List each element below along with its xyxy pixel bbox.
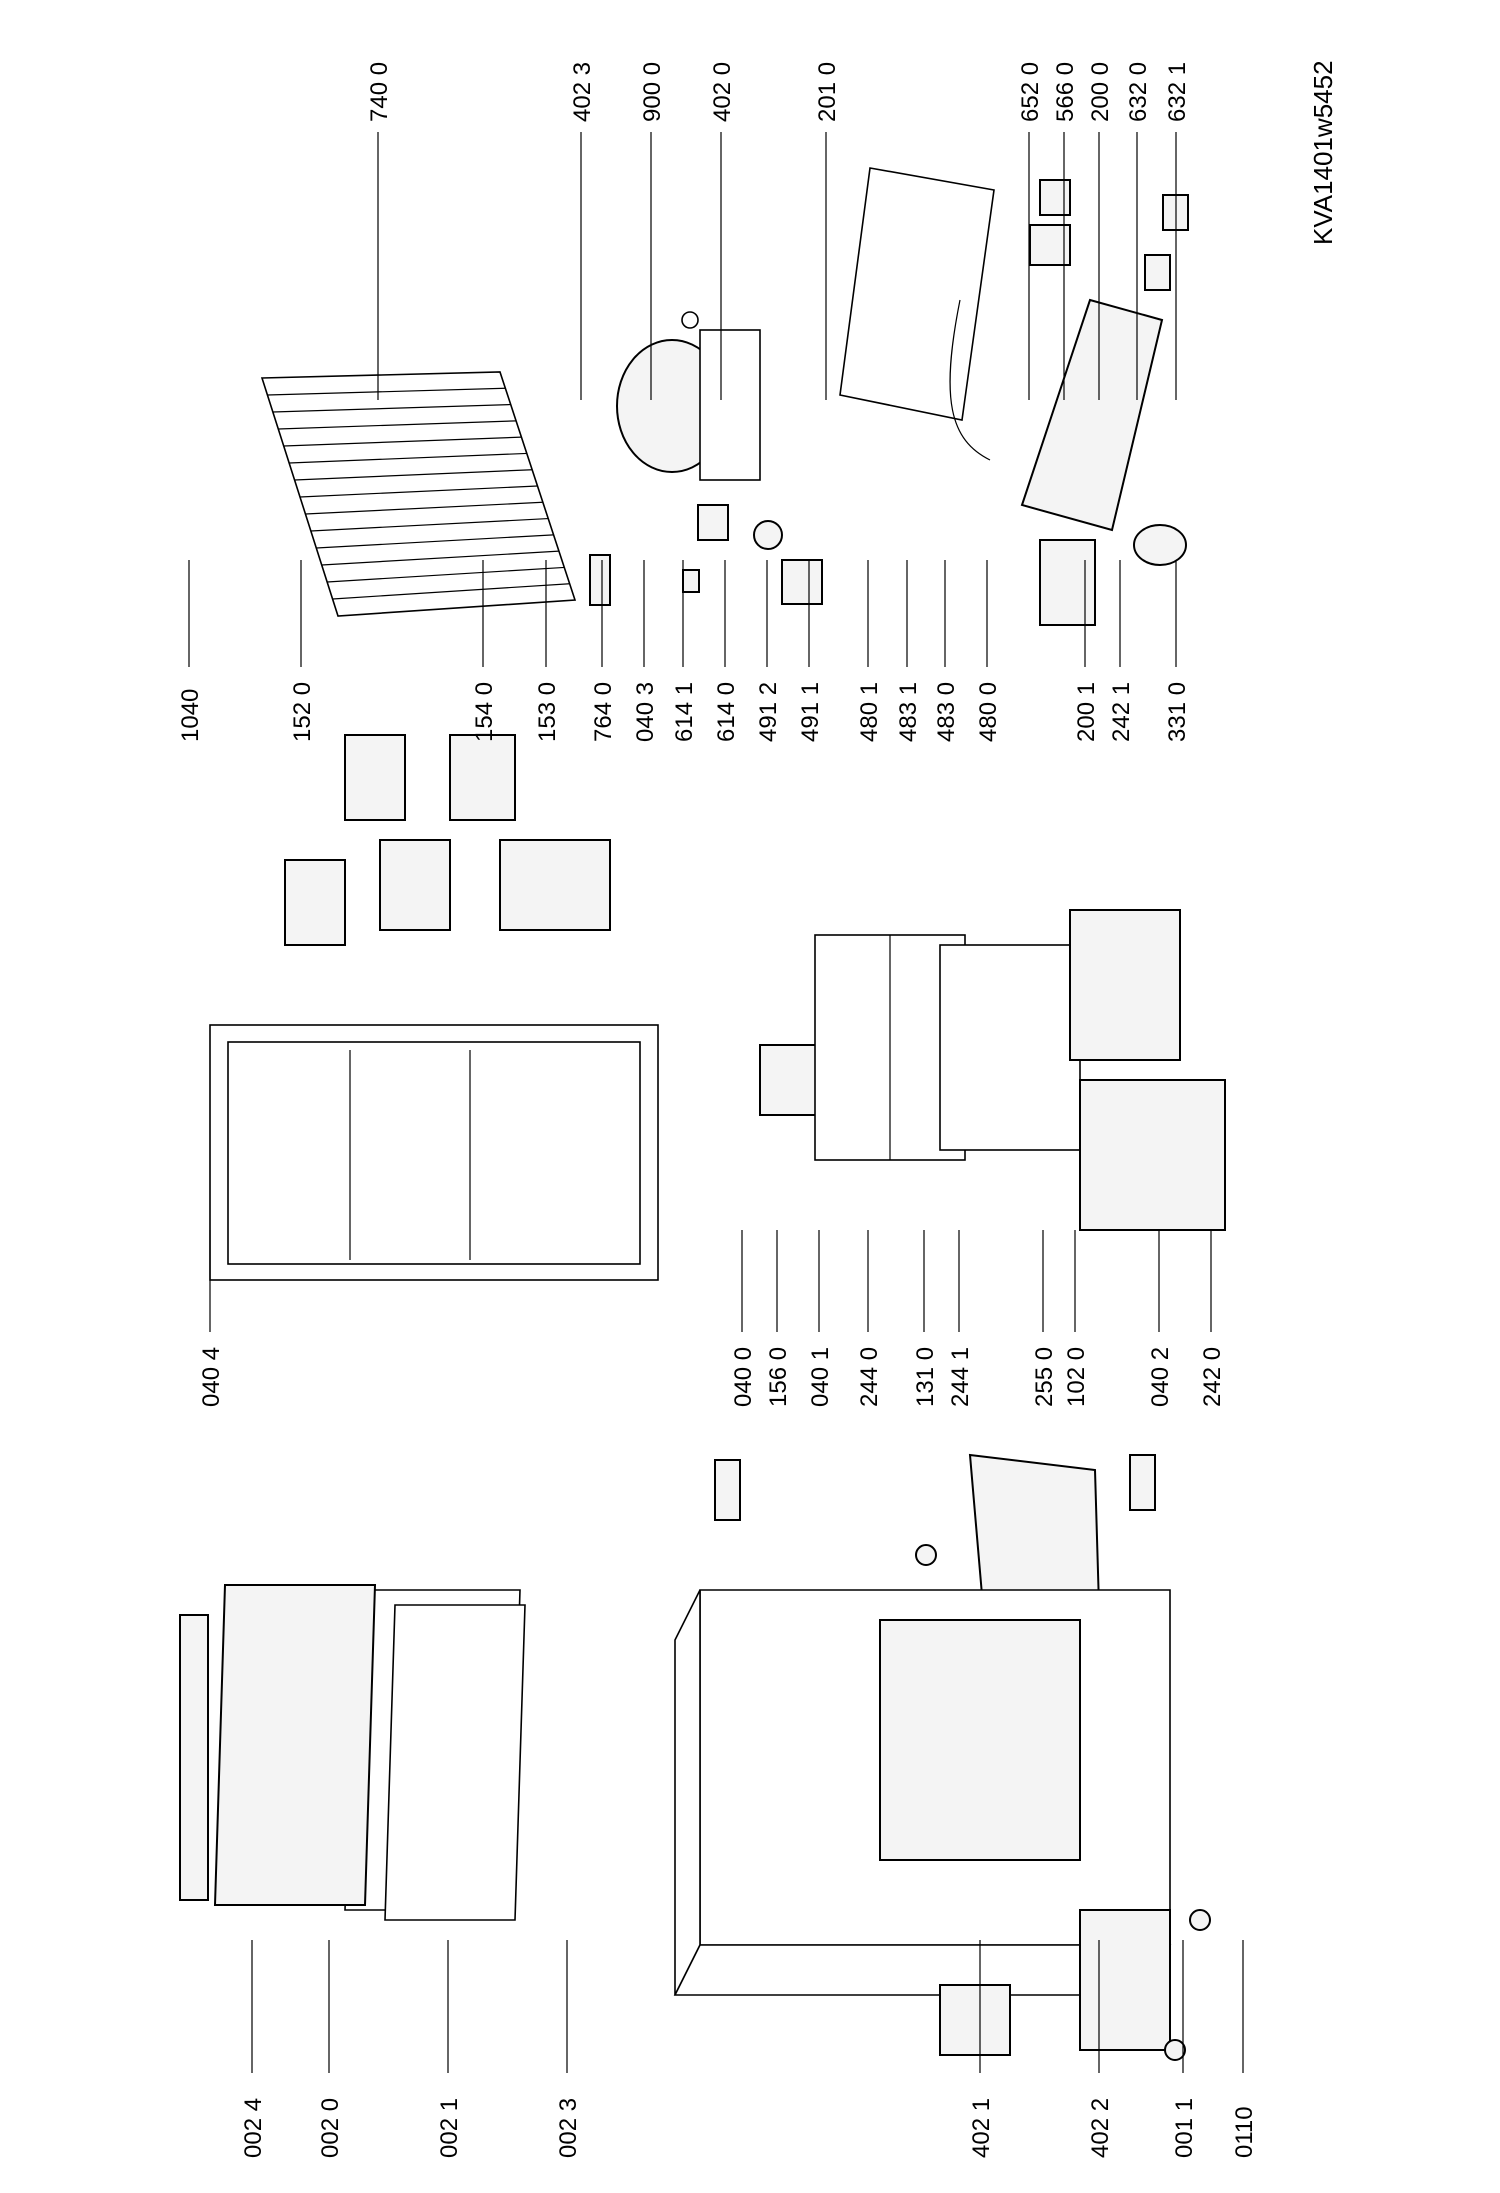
part-label: 1040 xyxy=(177,689,204,742)
hinge-top xyxy=(714,1459,741,1521)
part-label: 201 0 xyxy=(814,62,841,122)
part-label: 002 4 xyxy=(240,2098,267,2158)
condenser-tube xyxy=(294,469,533,481)
door-panel-middle xyxy=(384,1604,526,1921)
condenser-tube xyxy=(310,517,549,532)
compressor xyxy=(616,311,761,481)
part-label: 200 0 xyxy=(1087,62,1114,122)
model-code: KVA1401w5452 xyxy=(1308,60,1338,245)
thermostat-housing xyxy=(1020,298,1164,532)
part-label: 154 0 xyxy=(471,682,498,742)
condenser-tube xyxy=(278,420,517,430)
foot xyxy=(1189,1909,1211,1931)
condenser-tube xyxy=(299,485,538,498)
part-label: 002 3 xyxy=(555,2098,582,2158)
part-label: 483 0 xyxy=(933,682,960,742)
door-handle xyxy=(179,1614,209,1901)
condenser-tube xyxy=(283,436,522,447)
cover-plate xyxy=(839,167,995,421)
knob-bracket xyxy=(1144,254,1171,291)
part-label: 764 0 xyxy=(590,682,617,742)
part-label: 480 0 xyxy=(975,682,1002,742)
part-label: 566 0 xyxy=(1052,62,1079,122)
light-cover xyxy=(1039,539,1096,626)
part-label: 483 1 xyxy=(895,682,922,742)
condenser-tube xyxy=(321,550,559,566)
part-label: 040 2 xyxy=(1147,1347,1174,1407)
ring xyxy=(1133,524,1187,566)
part-labels: 740 0 402 3 900 0 402 0 201 0 652 0 566 0 200 0… xyxy=(177,62,1258,2158)
part-label: 402 2 xyxy=(1087,2098,1114,2158)
part-label: 002 0 xyxy=(317,2098,344,2158)
base-rail xyxy=(1079,1909,1171,2051)
part-label: 242 1 xyxy=(1108,682,1135,742)
lamp-holder xyxy=(1029,224,1071,266)
condenser-tube xyxy=(316,534,554,549)
hinge-bottom xyxy=(1129,1454,1156,1511)
lamp xyxy=(1039,179,1071,216)
crisper-small xyxy=(1069,909,1181,1061)
part-label: 614 0 xyxy=(713,682,740,742)
door xyxy=(213,1584,377,1906)
part-label: 480 1 xyxy=(856,682,883,742)
part-label: 255 0 xyxy=(1031,1347,1058,1407)
condenser-tube xyxy=(272,403,511,413)
foot xyxy=(1164,2039,1186,2061)
glass-shelf xyxy=(939,944,1081,1151)
condenser-tube xyxy=(267,387,506,396)
part-label: 131 0 xyxy=(912,1347,939,1407)
part-label: 402 1 xyxy=(968,2098,995,2158)
part-label: 244 1 xyxy=(947,1347,974,1407)
part-label: 632 0 xyxy=(1125,62,1152,122)
part-label: 331 0 xyxy=(1164,682,1191,742)
part-label: 152 0 xyxy=(289,682,316,742)
part-label: 002 1 xyxy=(436,2098,463,2158)
part-label: 040 0 xyxy=(730,1347,757,1407)
crisper-large xyxy=(1079,1079,1226,1231)
part-label: 632 1 xyxy=(1164,62,1191,122)
part-label: 491 2 xyxy=(755,682,782,742)
part-label: 040 1 xyxy=(807,1347,834,1407)
part-label: 491 1 xyxy=(797,682,824,742)
part-label: 402 0 xyxy=(709,62,736,122)
part-label: 156 0 xyxy=(765,1347,792,1407)
cabinet xyxy=(673,1589,1172,1996)
part-label: 652 0 xyxy=(1017,62,1044,122)
part-label: 040 3 xyxy=(632,682,659,742)
relay-parts xyxy=(589,504,823,606)
condenser-tube xyxy=(305,501,543,515)
part-label: 402 3 xyxy=(569,62,596,122)
part-label: 740 0 xyxy=(366,62,393,122)
part-label: 153 0 xyxy=(534,682,561,742)
condenser-tube xyxy=(327,566,565,583)
part-label: 040 4 xyxy=(198,1347,225,1407)
condenser-tube xyxy=(332,583,570,600)
part-label: 614 1 xyxy=(671,682,698,742)
condenser-tube xyxy=(289,452,527,464)
door-liner xyxy=(209,1024,659,1281)
part-label: 0110 xyxy=(1231,2106,1258,2158)
hinge-pin xyxy=(915,1544,937,1566)
part-label: 102 0 xyxy=(1063,1347,1090,1407)
part-label: 001 1 xyxy=(1171,2098,1198,2158)
condenser xyxy=(260,371,577,617)
part-label: 900 0 xyxy=(639,62,666,122)
part-label: 244 0 xyxy=(856,1347,883,1407)
door-bins xyxy=(284,734,611,946)
leader-lines xyxy=(188,132,1244,2073)
part-label: 242 0 xyxy=(1199,1347,1226,1407)
part-label: 200 1 xyxy=(1073,682,1100,742)
drain-tray xyxy=(939,1984,1011,2056)
egg-tray xyxy=(759,1044,821,1116)
